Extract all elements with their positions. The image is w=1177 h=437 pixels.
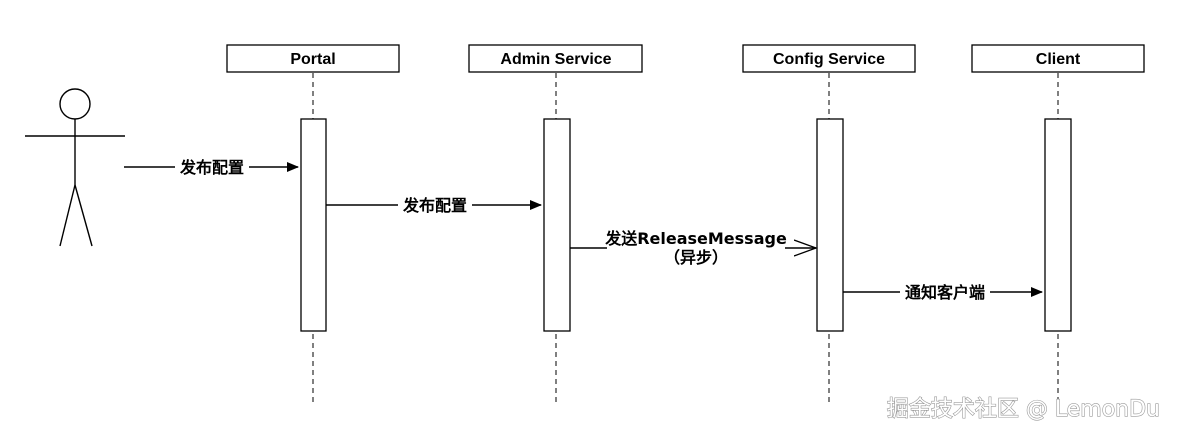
message-label: 发送ReleaseMessage bbox=[604, 229, 787, 248]
actor-left-leg bbox=[59, 184, 76, 247]
participant-admin-service: Admin Service bbox=[468, 44, 643, 73]
participant-box bbox=[468, 44, 643, 73]
participant-box bbox=[742, 44, 916, 73]
participant-config-service: Config Service bbox=[742, 44, 916, 73]
message-4: 通知客户端 bbox=[843, 281, 1043, 303]
watermark-text: 掘金技术社区 @ LemonDu bbox=[887, 397, 1160, 422]
activation-admin bbox=[543, 118, 571, 332]
label-backdrop bbox=[607, 227, 785, 267]
activation-config bbox=[816, 118, 844, 332]
label-backdrop bbox=[398, 194, 472, 216]
label-backdrop bbox=[175, 156, 249, 178]
message-3: 发送ReleaseMessage （异步） bbox=[570, 227, 816, 267]
participant-label: Admin Service bbox=[500, 51, 611, 68]
participant-box bbox=[971, 44, 1145, 73]
message-label: 发布配置 bbox=[179, 158, 244, 177]
actor-head bbox=[59, 88, 91, 120]
message-1: 发布配置 bbox=[124, 156, 299, 178]
message-label: 发布配置 bbox=[402, 196, 467, 215]
label-backdrop bbox=[900, 281, 990, 303]
message-2: 发布配置 bbox=[326, 194, 542, 216]
message-sublabel: （异步） bbox=[664, 248, 728, 267]
activation-client bbox=[1044, 118, 1072, 332]
participant-client: Client bbox=[971, 44, 1145, 73]
participant-label: Portal bbox=[290, 51, 335, 68]
message-label: 通知客户端 bbox=[905, 283, 985, 302]
participant-label: Config Service bbox=[773, 51, 885, 68]
participant-portal: Portal bbox=[226, 44, 400, 73]
participant-box bbox=[226, 44, 400, 73]
participant-label: Client bbox=[1036, 51, 1081, 68]
actor-user bbox=[25, 88, 125, 247]
activation-portal bbox=[300, 118, 327, 332]
actor-right-leg bbox=[74, 184, 93, 247]
